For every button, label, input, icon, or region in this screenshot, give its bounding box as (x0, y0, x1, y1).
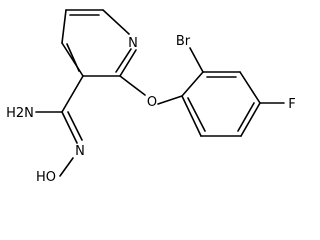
bond-amidine-c-noh-inner (67, 111, 83, 141)
bond-c4-c5 (61, 9, 67, 44)
structure-diagram: N Br O F H2N N HO (6, 9, 296, 185)
bond-amidine-c-noh (61, 111, 78, 144)
atom-ether-oxygen: O (147, 95, 157, 110)
bond-n-oh (59, 157, 74, 177)
atom-hydroxyl: HO (36, 170, 56, 185)
bond-c3p-c4p (239, 71, 261, 104)
bond-o-c1prime (157, 95, 183, 105)
atom-bromine: Br (176, 34, 191, 49)
bond-n1-c2 (119, 49, 137, 77)
atom-fluorine: F (288, 97, 295, 112)
atom-ring-nitrogen: N (128, 36, 138, 51)
atom-oxime-nitrogen: N (75, 144, 85, 159)
bond-c2-o (119, 75, 146, 96)
bond-c4p-c5p (240, 102, 261, 137)
bond-n1-c2-inner (115, 48, 132, 73)
bond-c3-amidine-c (61, 75, 84, 113)
bond-c4p-c5p-inner (237, 102, 255, 132)
bond-c6-n1 (102, 9, 130, 35)
atom-labels: N Br O F H2N N HO (6, 34, 296, 185)
bonds (35, 9, 285, 177)
bond-c1p-c2p (181, 71, 204, 97)
bond-c2p-br (189, 47, 204, 73)
bond-c6p-c1p (181, 95, 202, 137)
bond-c3-c4-inner (66, 43, 80, 72)
bond-c3-c4 (61, 42, 84, 77)
atom-amine: H2N (6, 106, 34, 121)
bond-c6p-c1p-inner (187, 97, 206, 132)
